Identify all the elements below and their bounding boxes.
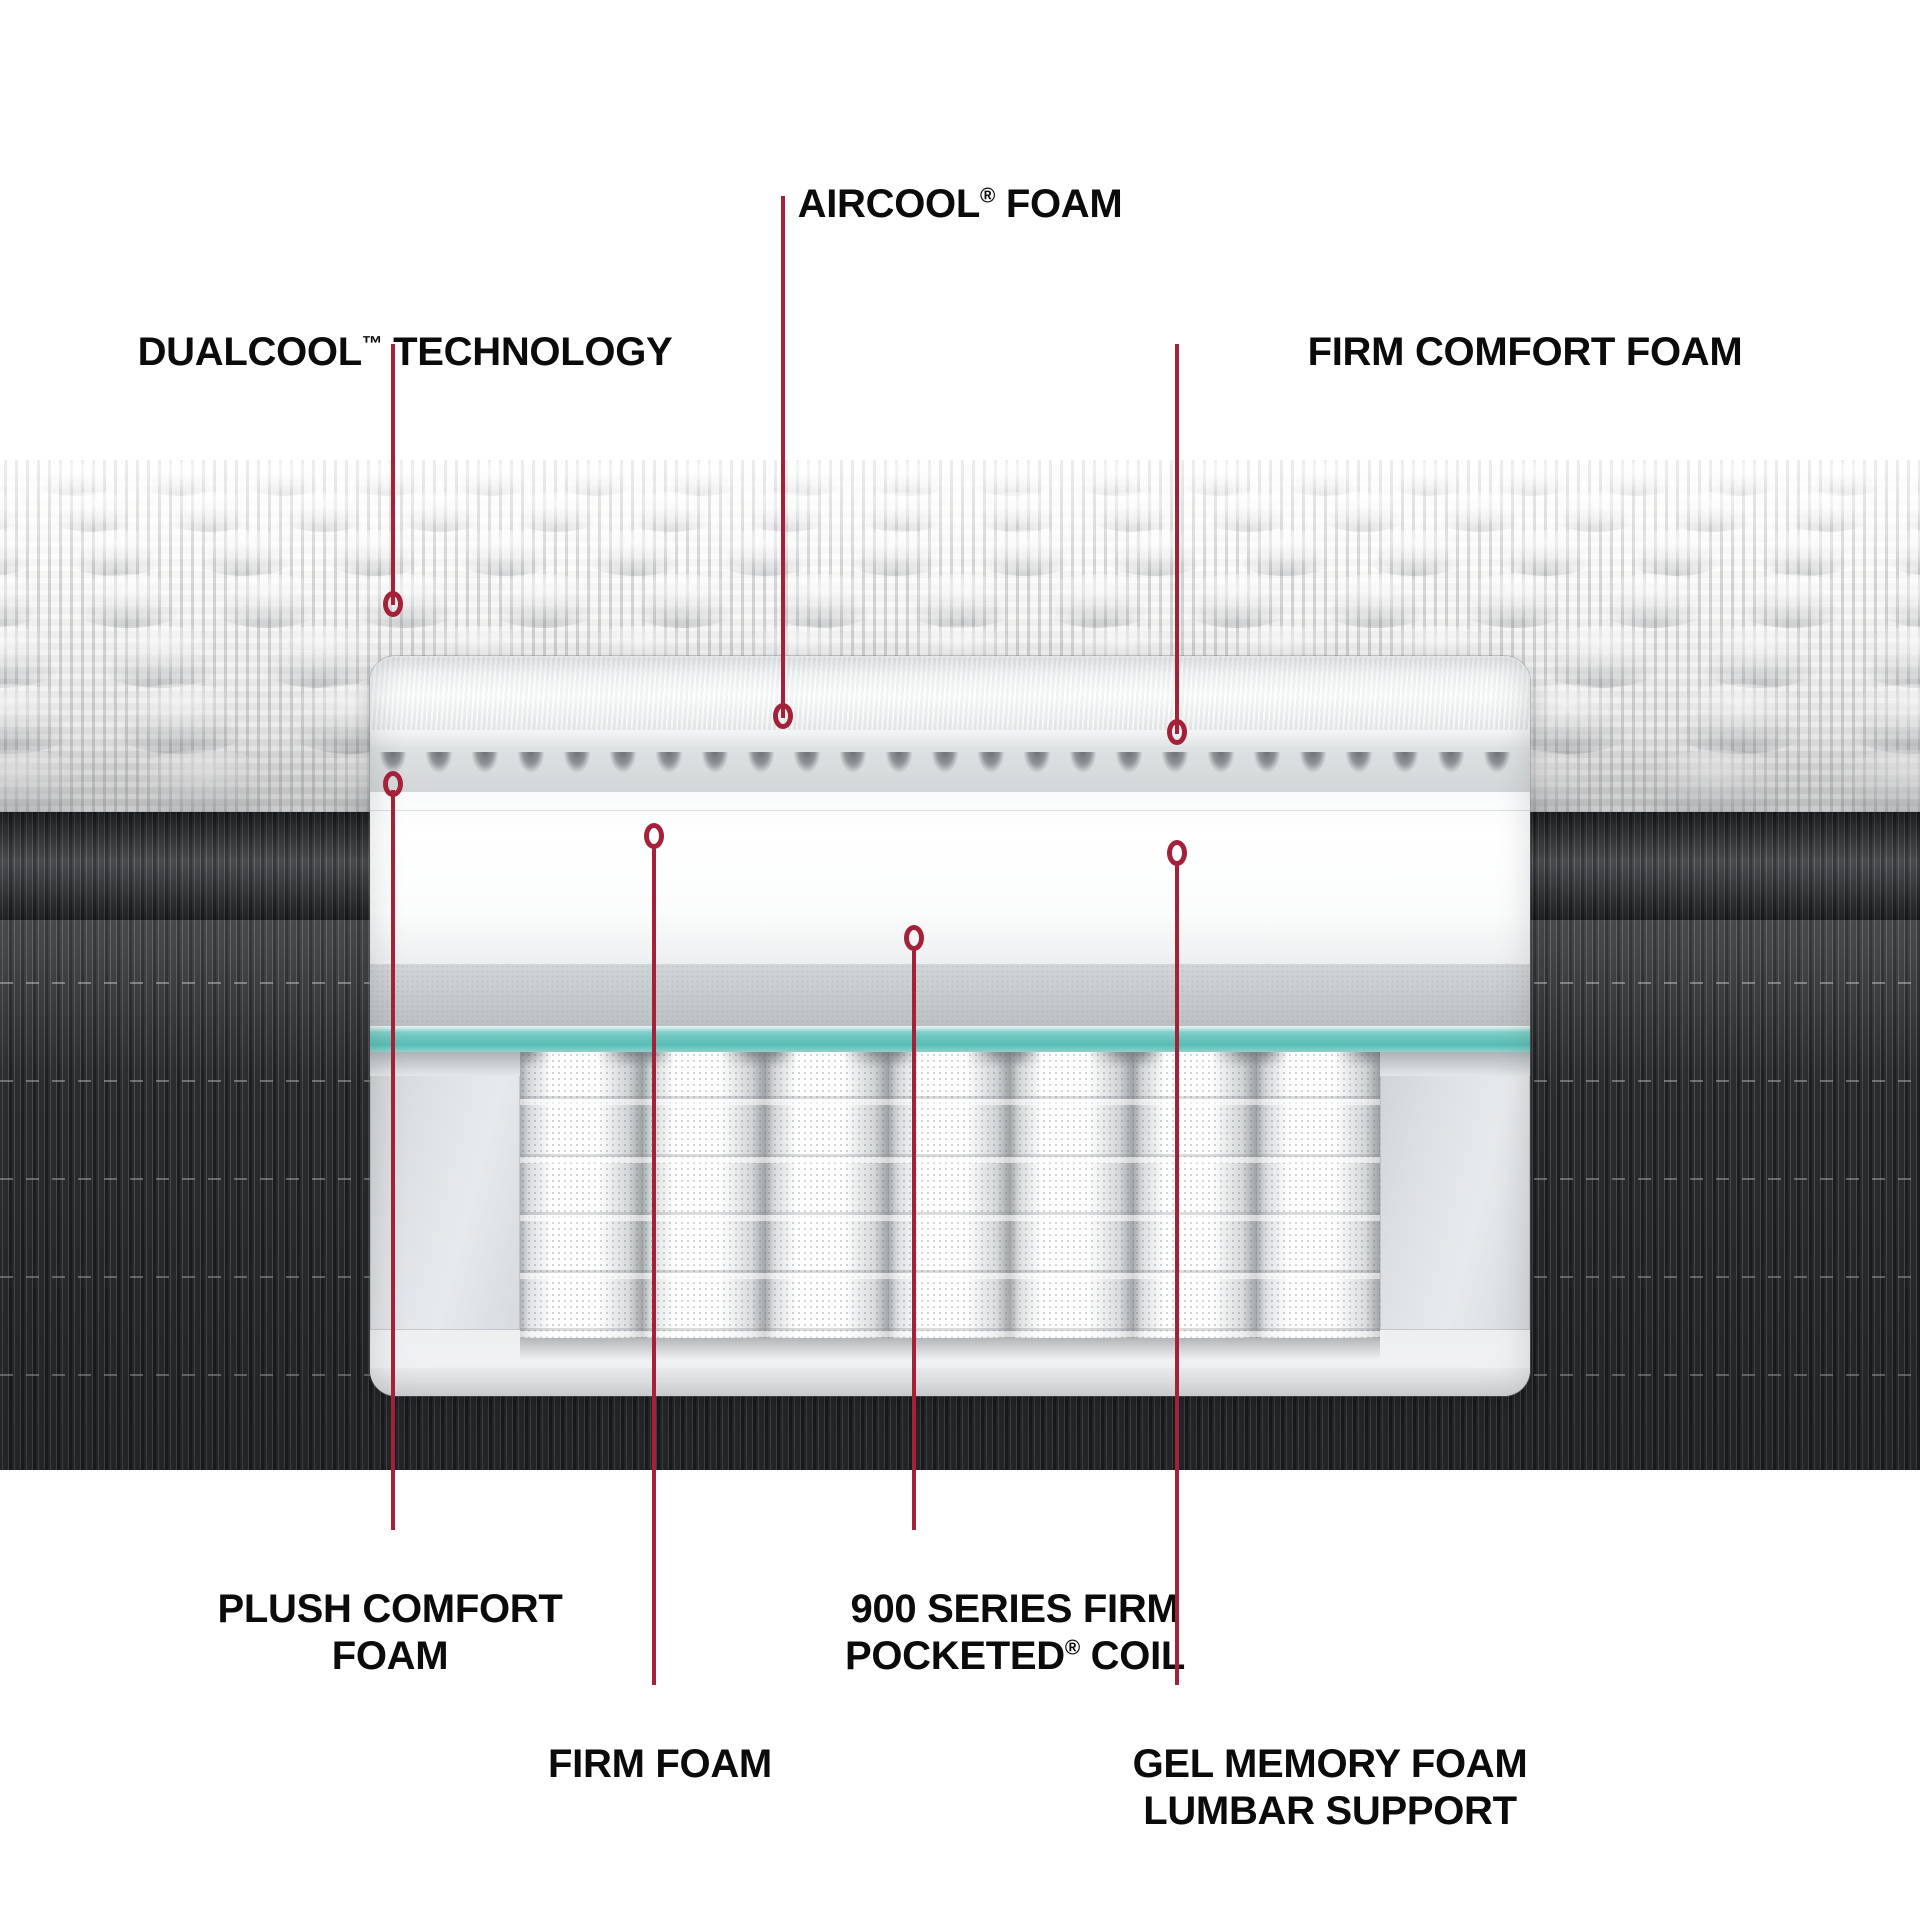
coil-rings: [765, 1052, 889, 1338]
callout-text-dualcool: DUALCOOL: [137, 330, 363, 375]
callout-dot-firm-foam: [644, 823, 664, 849]
quilted-knit-cover: [0, 460, 1920, 820]
coil-rings: [520, 1052, 643, 1338]
callout-text-dualcool-suffix: TECHNOLOGY: [382, 330, 673, 375]
lower-background: [0, 1470, 1920, 1920]
callout-text-plush-comfort-foam: PLUSH COMFORT FOAM: [217, 1587, 563, 1678]
pocketed-coil: [1257, 1052, 1381, 1338]
leader-line-pocketed-coil: [912, 950, 916, 1530]
firm-comfort-foam-layer: [370, 964, 1530, 1026]
callout-text-aircool: AIRCOOL: [797, 182, 981, 227]
pocketed-coil-layer: [370, 1052, 1530, 1368]
callout-label-dualcool-technology: DUALCOOL™ TECHNOLOGY: [20, 283, 790, 376]
base-foam-layer: [370, 1368, 1530, 1396]
callout-dot-plush-comfort-foam: [383, 771, 403, 797]
foam-encasement-left: [370, 1052, 520, 1330]
callout-dot-firm-comfort-foam: [1167, 719, 1187, 745]
cutaway-window: [370, 656, 1530, 1396]
callout-text-pocketed-coil: 900 SERIES FIRM POCKETED: [844, 1587, 1180, 1678]
registered-mark-icon: ®: [1064, 1636, 1080, 1660]
callout-label-firm-comfort-foam: FIRM COMFORT FOAM: [1130, 283, 1920, 376]
pocketed-coil: [642, 1052, 766, 1338]
callout-dot-aircool: [773, 703, 793, 729]
registered-mark-icon: ®: [979, 185, 995, 209]
trademark-mark-icon: ™: [361, 333, 383, 357]
foam-encasement-top-face: [1380, 1052, 1530, 1076]
leader-line-aircool: [781, 196, 785, 718]
coil-rings: [888, 1052, 1012, 1338]
pocketed-coil: [1134, 1052, 1258, 1338]
coil-bottom-shadow: [520, 1338, 1380, 1360]
pocketed-coil-strip: [520, 1052, 1381, 1338]
mattress-illustration: [0, 460, 1920, 1920]
aircool-convoluted-foam-layer: [370, 730, 1530, 792]
callout-label-pocketed-coil: 900 SERIES FIRM POCKETED® COIL: [660, 1540, 1370, 1679]
callout-text-firm-comfort-foam: FIRM COMFORT FOAM: [1307, 330, 1743, 375]
pocketed-coil: [888, 1052, 1012, 1338]
leader-line-gel-memory-foam: [1175, 862, 1179, 1685]
callout-label-plush-comfort-foam: PLUSH COMFORT FOAM: [85, 1540, 695, 1679]
leader-line-plush-comfort-foam: [391, 790, 395, 1530]
fiber-quilt-pad-layer: [370, 656, 1530, 730]
pocketed-coil: [1011, 1052, 1135, 1338]
callout-dot-dualcool: [383, 591, 403, 617]
coil-rings: [1134, 1052, 1258, 1338]
callout-text-firm-foam: FIRM FOAM: [548, 1742, 772, 1787]
callout-dot-pocketed-coil: [904, 925, 924, 951]
callout-text-gel-memory-foam: GEL MEMORY FOAM LUMBAR SUPPORT: [1132, 1742, 1528, 1833]
pocketed-coil: [520, 1052, 643, 1338]
coil-rings: [642, 1052, 766, 1338]
callout-text-aircool-suffix: FOAM: [995, 182, 1123, 227]
callout-label-gel-memory-foam: GEL MEMORY FOAM LUMBAR SUPPORT: [920, 1695, 1740, 1834]
foam-encasement-right: [1380, 1052, 1530, 1330]
convoluted-teeth: [370, 752, 1530, 792]
foam-encasement-top-face: [370, 1052, 520, 1076]
leader-line-firm-foam: [652, 848, 656, 1685]
callout-text-pocketed-coil-suffix: COIL: [1079, 1633, 1186, 1678]
pocketed-coil: [765, 1052, 889, 1338]
plush-comfort-foam-layer: [370, 792, 1530, 964]
leader-line-firm-comfort-foam: [1175, 344, 1179, 734]
callout-label-aircool-foam: AIRCOOL® FOAM: [0, 135, 1920, 228]
leader-line-dualcool: [391, 344, 395, 605]
coil-rings: [1257, 1052, 1381, 1338]
callout-label-firm-foam: FIRM FOAM: [420, 1695, 900, 1788]
gel-memory-foam-lumbar-layer: [370, 1026, 1530, 1052]
callout-dot-gel-memory-foam: [1167, 840, 1187, 866]
coil-rings: [1011, 1052, 1135, 1338]
convoluted-highlight: [370, 730, 1530, 748]
